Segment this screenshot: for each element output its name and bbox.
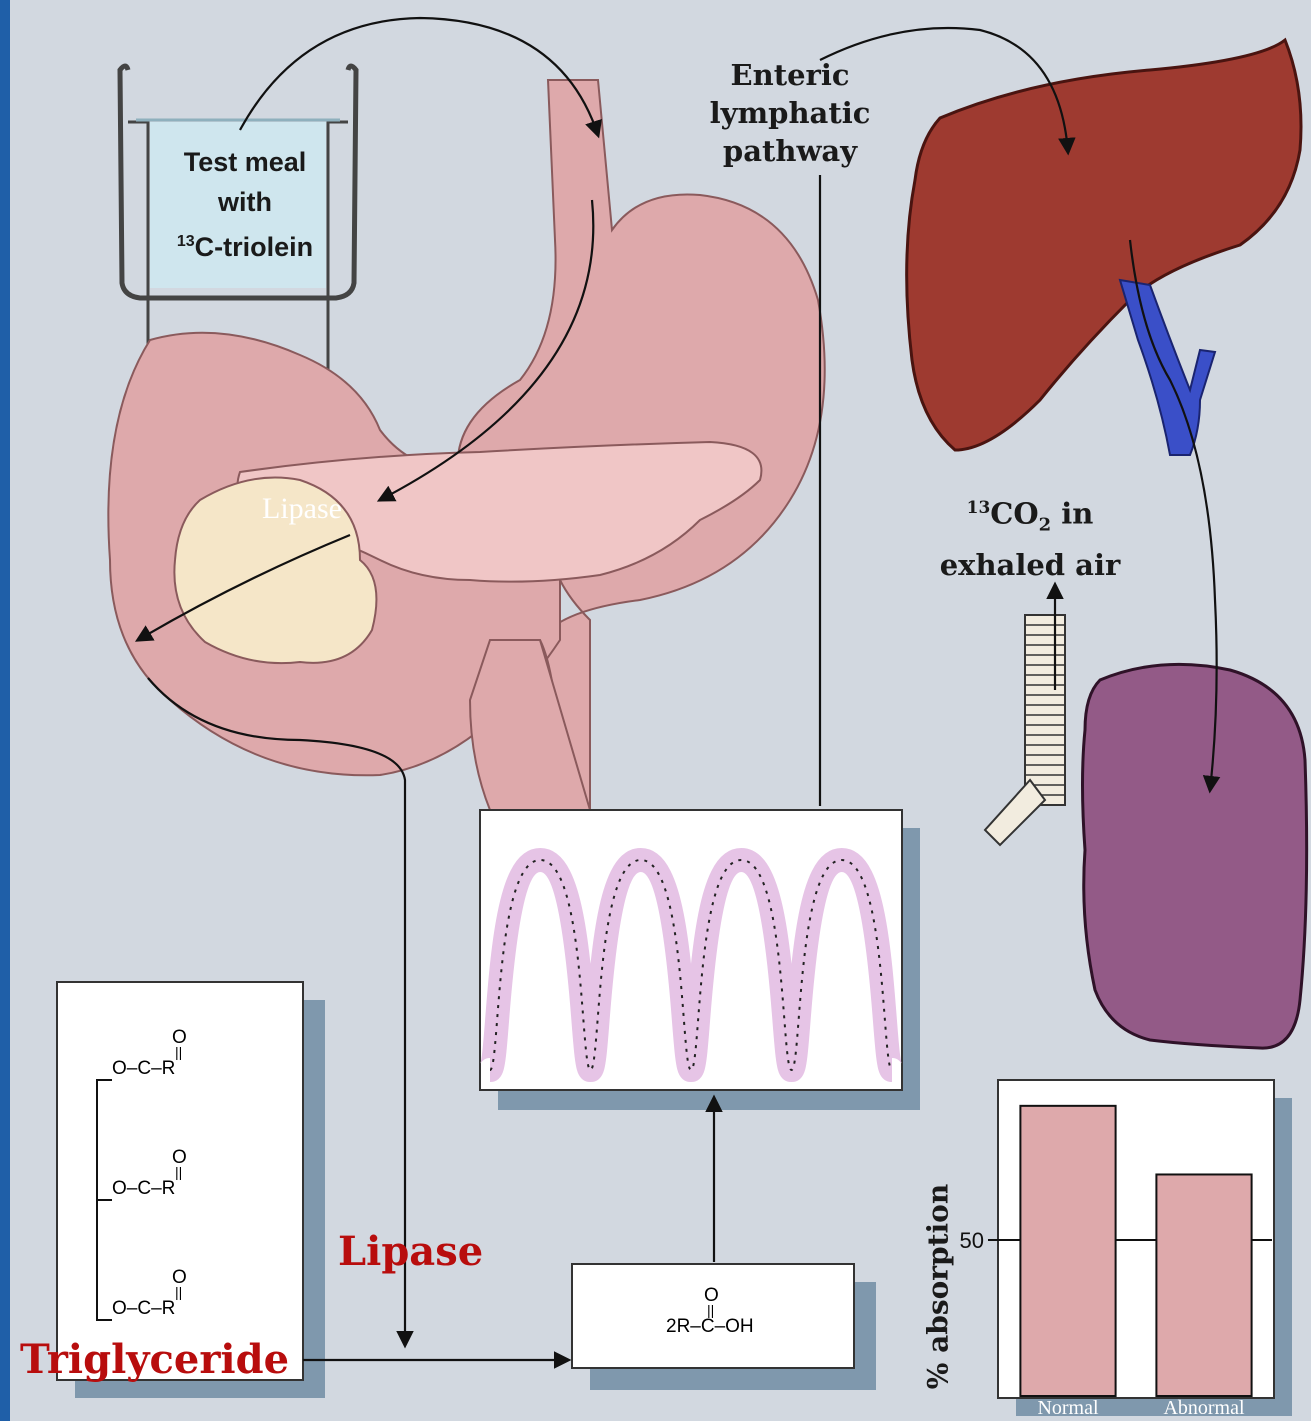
fatty-acid-formula: O || 2R–C–OH [666, 1288, 786, 1338]
enteric-line3: pathway [690, 132, 890, 170]
liver [907, 40, 1301, 450]
fatty-acid-double-bond: || [666, 1304, 786, 1316]
triglyceride-group-3: O || O–C–R [112, 1270, 222, 1320]
co2-label: 13CO2 in exhaled air [920, 488, 1140, 585]
trachea [985, 615, 1065, 845]
chart-ylabel: % absorption [922, 1167, 955, 1407]
fatty-acid-group: 2R–C–OH [666, 1316, 786, 1338]
test-meal-label: Test meal with 13C-triolein [150, 142, 340, 267]
chart-bar-abnormal [1156, 1174, 1251, 1396]
test-meal-triolein: C-triolein [195, 232, 314, 262]
ester-group-1: O–C–R [112, 1058, 222, 1080]
ester-group-2: O–C–R [112, 1178, 222, 1200]
chart-tick-label: 50 [960, 1228, 984, 1253]
test-meal-superscript: 13 [177, 233, 195, 250]
chart-bar-normal [1020, 1106, 1115, 1396]
triglyceride-label: Triglyceride [20, 1336, 289, 1383]
co2-in: in [1051, 497, 1093, 531]
left-border [0, 0, 10, 1421]
carbonyl-o-3: O [112, 1270, 222, 1286]
double-bond-1: || [112, 1046, 222, 1058]
co2-line2: exhaled air [920, 545, 1140, 585]
lipase-pancreas-label: Lipase [262, 492, 342, 526]
test-meal-line3: 13C-triolein [150, 222, 340, 267]
chart-category-label: Normal [1037, 1397, 1099, 1419]
chart-category-label: Abnormal [1163, 1397, 1245, 1419]
co2-main: CO [990, 497, 1038, 531]
portal-vein [1120, 280, 1215, 455]
test-meal-line1: Test meal [150, 142, 340, 182]
triglyceride-group-2: O || O–C–R [112, 1150, 222, 1200]
enteric-line2: lymphatic [690, 94, 890, 132]
test-meal-line2: with [150, 182, 340, 222]
fatty-acid-carbonyl-o: O [666, 1288, 786, 1304]
ester-group-3: O–C–R [112, 1298, 222, 1320]
enteric-label: Enteric lymphatic pathway [690, 56, 890, 170]
lung [1083, 664, 1307, 1048]
carbonyl-o-2: O [112, 1150, 222, 1166]
double-bond-2: || [112, 1166, 222, 1178]
triglyceride-group-1: O || O–C–R [112, 1030, 222, 1080]
double-bond-3: || [112, 1286, 222, 1298]
co2-subscript: 2 [1039, 514, 1052, 535]
carbonyl-o-1: O [112, 1030, 222, 1046]
enteric-line1: Enteric [690, 56, 890, 94]
lipase-label: Lipase [338, 1228, 483, 1275]
co2-superscript: 13 [967, 498, 991, 518]
co2-line1: 13CO2 in [920, 488, 1140, 545]
